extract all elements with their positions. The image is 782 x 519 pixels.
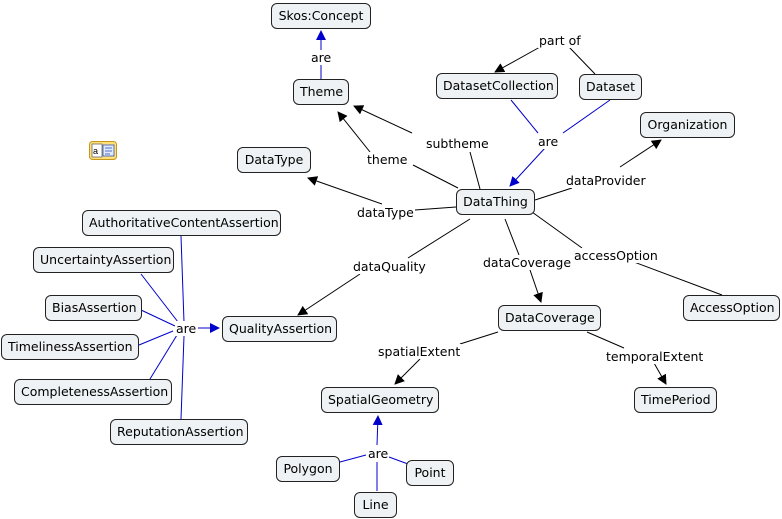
cmap-resource-icon[interactable]: a bbox=[89, 141, 117, 160]
edge-datathing-coverage bbox=[504, 218, 520, 256]
edge-uncertainty-are bbox=[140, 273, 179, 323]
node-dataset-collection[interactable]: DatasetCollection bbox=[436, 73, 558, 99]
edge-coverage-spatial bbox=[459, 331, 499, 345]
edge-reputation-are bbox=[180, 335, 185, 420]
edge-are-datathing bbox=[509, 147, 546, 187]
node-authoritative-assertion[interactable]: AuthoritativeContentAssertion bbox=[82, 210, 281, 236]
link-accessoption: accessOption bbox=[573, 248, 659, 263]
edge-theme-theme bbox=[337, 111, 371, 153]
link-are-assertions: are bbox=[175, 321, 198, 336]
link-subtheme: subtheme bbox=[425, 136, 490, 151]
edge-datathing-access bbox=[531, 211, 583, 249]
edge-are-spatialgeometry bbox=[372, 415, 383, 446]
edge-datathing-quality bbox=[407, 218, 471, 259]
node-datatype[interactable]: DataType bbox=[237, 147, 311, 173]
link-datacoverage: dataCoverage bbox=[482, 255, 573, 270]
edge-quality-qualityassertion bbox=[297, 273, 361, 316]
link-dataquality: dataQuality bbox=[352, 259, 427, 274]
edge-datathing-subtheme bbox=[469, 151, 481, 190]
link-theme: theme bbox=[366, 152, 409, 167]
edge-timeliness-are bbox=[138, 330, 174, 346]
edge-polygon-are bbox=[339, 454, 367, 463]
edge-collection-are bbox=[510, 99, 539, 134]
node-point[interactable]: Point bbox=[406, 460, 454, 486]
link-are-geometry: are bbox=[367, 446, 390, 461]
node-completeness-assertion[interactable]: CompletenessAssertion bbox=[14, 379, 172, 405]
link-part-of: part of bbox=[538, 33, 582, 48]
node-quality-assertion[interactable]: QualityAssertion bbox=[222, 316, 337, 342]
edge-point-are bbox=[388, 456, 409, 465]
edge-spatial-geometry bbox=[394, 358, 421, 385]
node-theme[interactable]: Theme bbox=[293, 79, 349, 105]
node-uncertainty-assertion[interactable]: UncertaintyAssertion bbox=[33, 247, 174, 273]
edge-datathing-datatype bbox=[414, 206, 457, 211]
edge-bias-are bbox=[140, 309, 176, 327]
edge-subtheme-theme bbox=[353, 105, 413, 134]
node-bias-assertion[interactable]: BiasAssertion bbox=[45, 295, 142, 321]
svg-text:a: a bbox=[93, 146, 98, 156]
edge-temporal-timeperiod bbox=[653, 362, 667, 385]
edge-dataset-are bbox=[562, 99, 611, 134]
edge-access-accessoption bbox=[633, 261, 723, 296]
link-temporalextent: temporalExtent bbox=[605, 349, 705, 364]
edge-authoritative-are bbox=[180, 235, 185, 323]
node-datacoverage[interactable]: DataCoverage bbox=[498, 305, 601, 331]
edge-datatype-datatype bbox=[307, 176, 383, 205]
link-dataprovider: dataProvider bbox=[565, 173, 647, 188]
link-spatialextent: spatialExtent bbox=[377, 344, 462, 359]
edge-completeness-are bbox=[149, 334, 178, 380]
node-organization[interactable]: Organization bbox=[640, 112, 735, 138]
link-are-theme: are bbox=[310, 50, 333, 65]
link-are-dataset: are bbox=[537, 134, 560, 149]
node-reputation-assertion[interactable]: ReputationAssertion bbox=[110, 419, 248, 445]
edge-datathing-provider bbox=[534, 187, 573, 201]
node-datathing[interactable]: DataThing bbox=[456, 189, 535, 215]
node-timeperiod[interactable]: TimePeriod bbox=[634, 387, 717, 413]
edge-coverage-datacoverage bbox=[529, 269, 543, 303]
edge-partof-collection bbox=[494, 46, 541, 73]
link-datatype: dataType bbox=[356, 205, 415, 220]
node-polygon[interactable]: Polygon bbox=[276, 456, 340, 482]
node-dataset[interactable]: Dataset bbox=[579, 74, 642, 100]
node-skos-concept[interactable]: Skos:Concept bbox=[271, 3, 371, 29]
node-line[interactable]: Line bbox=[354, 492, 397, 518]
edge-provider-organization bbox=[619, 139, 662, 168]
node-accessoption[interactable]: AccessOption bbox=[683, 295, 780, 321]
edge-coverage-temporal bbox=[586, 331, 625, 349]
node-timeliness-assertion[interactable]: TimelinessAssertion bbox=[1, 334, 139, 360]
node-spatial-geometry[interactable]: SpatialGeometry bbox=[321, 387, 439, 413]
edge-datathing-theme bbox=[412, 164, 459, 189]
edge-dataset-partof bbox=[568, 46, 596, 75]
